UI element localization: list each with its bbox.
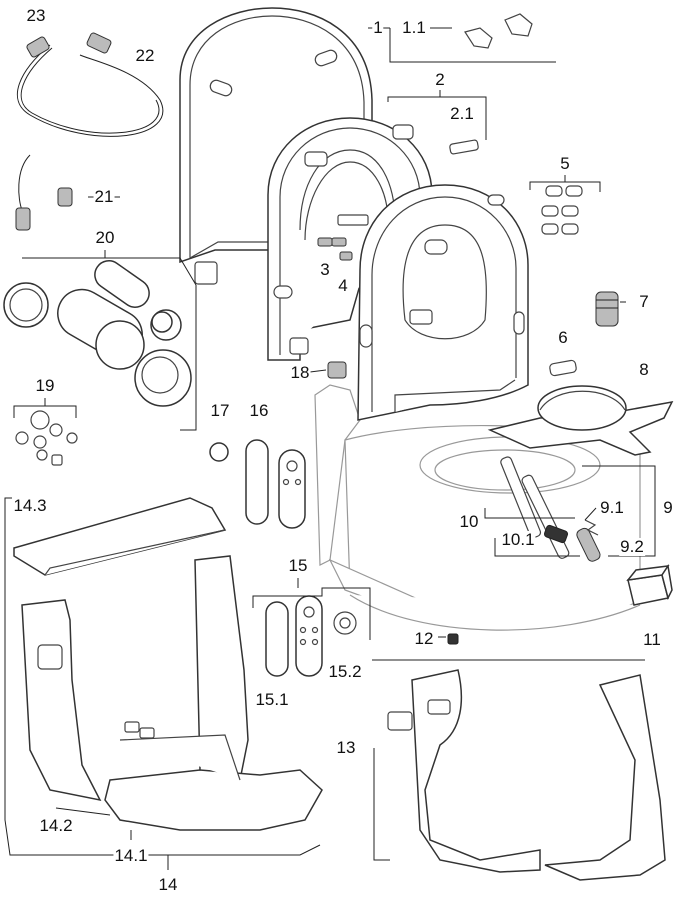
remote-holder — [209, 439, 306, 529]
label-11: 11 — [642, 630, 662, 649]
label-6: 6 — [557, 328, 569, 347]
hinge-pin — [449, 139, 479, 155]
main-seat-part — [357, 184, 529, 421]
label-14-3: 14.3 — [12, 496, 48, 515]
label-21: 21 — [93, 187, 115, 206]
hinge-clips — [464, 13, 533, 49]
label-17: 17 — [209, 401, 231, 420]
rod-part — [500, 456, 569, 544]
label-9: 9 — [662, 498, 674, 517]
label-8: 8 — [638, 360, 650, 379]
drain-pipes — [3, 260, 192, 407]
label-13: 13 — [335, 738, 357, 757]
nut-set — [15, 410, 78, 466]
label-22: 22 — [134, 46, 156, 65]
supply-hose — [15, 32, 164, 231]
lower-shroud — [21, 555, 323, 831]
label-14-1: 14.1 — [113, 846, 149, 865]
label-4: 4 — [337, 276, 349, 295]
label-9-1: 9.1 — [599, 498, 625, 517]
label-15-1: 15.1 — [254, 690, 290, 709]
label-18: 18 — [289, 363, 311, 382]
valve-part — [327, 361, 347, 379]
seat-buffers — [317, 237, 353, 261]
label-2: 2 — [434, 70, 446, 89]
label-1: 1 — [372, 18, 384, 37]
label-16: 16 — [248, 401, 270, 420]
label-14: 14 — [157, 875, 179, 894]
label-19: 19 — [34, 376, 56, 395]
callout-lines — [4, 27, 656, 870]
top-cover-panel — [13, 497, 227, 576]
label-10-1: 10.1 — [500, 530, 536, 549]
buffer-set — [541, 185, 583, 235]
label-1-1: 1.1 — [401, 18, 427, 37]
label-12: 12 — [413, 629, 435, 648]
label-9-2: 9.2 — [619, 537, 645, 556]
filter-cube — [626, 564, 673, 606]
label-20: 20 — [94, 228, 116, 247]
screw-part — [447, 633, 459, 645]
seat-ring-part — [267, 117, 433, 361]
hose-connector — [595, 291, 619, 327]
label-14-2: 14.2 — [38, 816, 74, 835]
nozzle-assembly — [487, 385, 674, 456]
label-15-2: 15.2 — [327, 662, 363, 681]
pin-part — [549, 359, 577, 377]
label-10: 10 — [458, 512, 480, 531]
label-2-1: 2.1 — [449, 104, 475, 123]
label-3: 3 — [319, 260, 331, 279]
label-23: 23 — [25, 6, 47, 25]
label-15: 15 — [287, 556, 309, 575]
side-cover-right — [387, 669, 666, 881]
label-7: 7 — [638, 292, 650, 311]
label-5: 5 — [559, 154, 571, 173]
